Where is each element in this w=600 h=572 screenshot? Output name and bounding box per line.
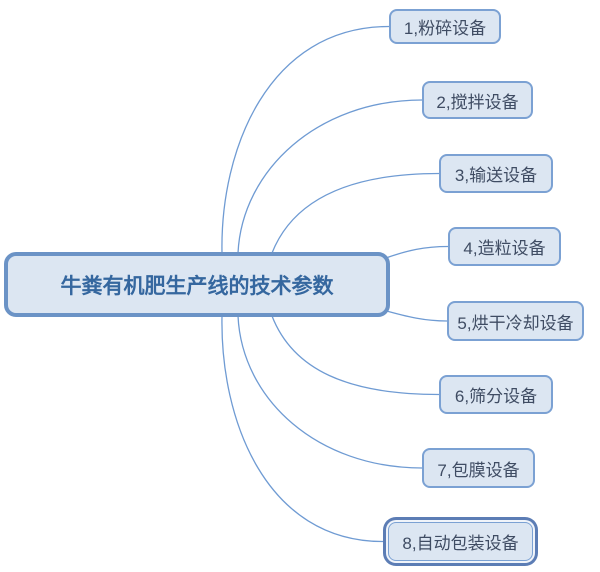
branch-node-4[interactable]: 4,造粒设备: [448, 227, 561, 266]
connector-line-branch-3: [271, 172, 440, 254]
branch-node-3[interactable]: 3,输送设备: [439, 154, 553, 193]
branch-label-6: 6,筛分设备: [454, 387, 538, 406]
branch-label-8: 8,自动包装设备: [402, 534, 519, 553]
branch-node-7[interactable]: 7,包膜设备: [422, 448, 535, 488]
connector-line-branch-8: [221, 315, 384, 543]
central-topic-label: 牛粪有机肥生产线的技术参数: [60, 274, 334, 298]
branch-label-5: 5,烘干冷却设备: [457, 313, 574, 333]
branch-label-7: 7,包膜设备: [437, 460, 520, 480]
branch-label-3: 3,输送设备: [454, 166, 538, 185]
branch-node-1[interactable]: 1,粉碎设备: [389, 9, 501, 44]
branch-node-8-selected[interactable]: 8,自动包装设备: [388, 522, 533, 561]
connector-line-branch-1: [221, 25, 390, 254]
branch-label-2: 2,搅拌设备: [436, 92, 519, 112]
branch-node-6[interactable]: 6,筛分设备: [439, 375, 553, 414]
connector-line-branch-4: [382, 245, 449, 260]
connector-line-branch-6: [271, 315, 440, 396]
connector-line-branch-7: [237, 315, 423, 469]
branch-node-2[interactable]: 2,搅拌设备: [422, 81, 533, 119]
connector-line-branch-5: [382, 309, 448, 322]
central-topic-node[interactable]: 牛粪有机肥生产线的技术参数: [4, 252, 390, 317]
branch-node-5[interactable]: 5,烘干冷却设备: [447, 301, 584, 341]
branch-label-1: 1,粉碎设备: [403, 19, 487, 38]
connector-line-branch-2: [237, 99, 423, 254]
branch-label-4: 4,造粒设备: [463, 239, 546, 258]
